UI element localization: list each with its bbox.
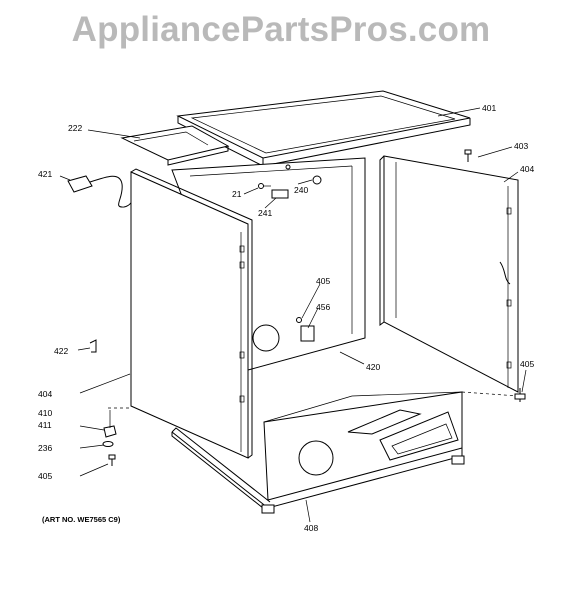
label-21: 21 xyxy=(232,189,242,199)
watermark-logo: AppliancePartsPros.com xyxy=(71,10,491,49)
leader-lines xyxy=(59,107,527,523)
label-411: 411 xyxy=(38,420,52,430)
front-panel-408 xyxy=(263,391,519,501)
label-456: 456 xyxy=(316,302,330,312)
label-240: 240 xyxy=(294,185,308,195)
label-408: 408 xyxy=(304,523,318,533)
label-401: 401 xyxy=(482,103,496,113)
label-421: 421 xyxy=(38,169,52,179)
label-404-left: 404 xyxy=(38,389,52,399)
rear-frame-420 xyxy=(171,157,366,371)
leveling-leg-assembly xyxy=(102,407,132,466)
screw-405-right xyxy=(514,388,526,402)
label-236: 236 xyxy=(38,443,52,453)
label-403: 403 xyxy=(514,141,528,151)
power-cord-421 xyxy=(67,175,141,208)
label-241: 241 xyxy=(258,208,272,218)
label-405-right: 405 xyxy=(520,359,534,369)
base-frame-408 xyxy=(171,427,465,514)
rear-bracket-222 xyxy=(120,125,230,166)
label-222: 222 xyxy=(68,123,82,133)
top-panel-401 xyxy=(176,90,471,167)
label-404-right: 404 xyxy=(520,164,534,174)
label-405-center: 405 xyxy=(316,276,330,286)
part-number-labels: 401 222 403 404 421 21 240 241 405 456 4… xyxy=(38,103,534,533)
label-422: 422 xyxy=(54,346,68,356)
label-420: 420 xyxy=(366,362,380,372)
screw-403 xyxy=(464,149,472,162)
clip-422 xyxy=(89,339,97,353)
label-405-left: 405 xyxy=(38,471,52,481)
right-side-panel-404 xyxy=(379,155,519,393)
art-number: (ART NO. WE7565 C9) xyxy=(42,515,121,524)
left-side-panel-404 xyxy=(130,168,253,459)
label-410: 410 xyxy=(38,408,52,418)
